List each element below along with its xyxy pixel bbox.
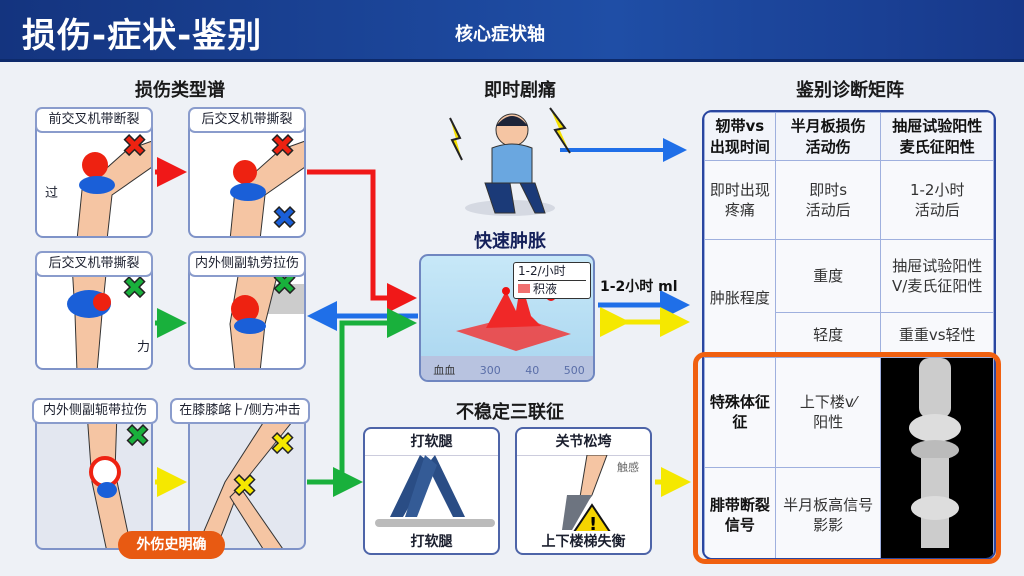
diagnosis-matrix-title: 鉴别诊断矩阵 (796, 80, 904, 101)
matrix-header: 抽屉试验阳性 麦氏征阳性 (880, 112, 994, 161)
arrow-green-main (307, 308, 417, 485)
knee-illustration (86, 412, 132, 548)
injury-card-label: 在膝膝䘔⺊/侧方冲击 (170, 398, 310, 424)
legend-fluid: 积液 (533, 282, 558, 296)
matrix-cell: 抽屉试验阳性 V/麦氏征阳性 (880, 239, 994, 313)
leg-illustration (196, 412, 301, 548)
xray-bone-illustration (909, 358, 962, 548)
x-mark-blue-icon: ✖ (271, 201, 298, 236)
legend-time: 1-2/小时 (518, 264, 566, 278)
card-note: 力 (137, 340, 151, 355)
injury-card-label: 前交叉机带断裂 (35, 107, 153, 133)
matrix-cell: 肿胀程度 (704, 239, 776, 358)
x-mark-red-icon: ✖ (269, 129, 296, 164)
joint-laxity-card[interactable]: 关节松垮 ! 触感 上下楼梯失衡 (515, 427, 652, 555)
knee-illustration (229, 264, 304, 368)
knee-illustration (229, 140, 304, 236)
injury-card-acl[interactable]: ✖ 过 (35, 118, 153, 238)
swelling-scale: 血血 300 40 500 (421, 356, 593, 380)
svg-text:!: ! (589, 514, 597, 531)
injury-card-label: 后交叉机带撕裂 (35, 251, 153, 277)
card-note: 过 (45, 186, 59, 201)
scale-tick: 300 (479, 363, 501, 377)
card-title: 关节松垮 (517, 429, 650, 456)
injury-card-label: 内外侧副轭带拉伤 (32, 398, 158, 424)
highlight-frame (693, 352, 1001, 564)
matrix-cell: 上下楼v⁄ 阳性 (774, 357, 882, 468)
matrix-cell: 半月板高信号 影影 (774, 466, 882, 558)
x-mark-yellow-icon: ✖ (231, 469, 258, 504)
rapid-swelling-title: 快速肿胀 (474, 231, 546, 252)
scale-tick: 40 (525, 363, 540, 377)
stair-slip-illustration: ! (562, 455, 611, 531)
x-mark-green-icon: ✖ (124, 419, 151, 454)
x-mark-yellow-icon: ✖ (269, 427, 296, 462)
x-mark-green-icon: ✖ (121, 271, 148, 306)
card-caption: 上下楼梯失衡 (541, 534, 626, 550)
xray-image (880, 356, 994, 558)
immediate-pain-title: 即时剧痛 (484, 80, 556, 101)
matrix-header: 轫带vs 出现时间 (704, 112, 776, 161)
matrix-cell: 重重vs轻性 (880, 312, 994, 358)
injury-card-label: 后交叉机带撕裂 (188, 107, 306, 133)
page-subtitle: 核心症状轴 (455, 24, 545, 45)
x-mark-red-icon: ✖ (121, 129, 148, 164)
time-volume-label: 1-2小时 ml (600, 279, 678, 295)
swelling-chart: 1-2/小时 积液 血血 300 40 500 (419, 254, 595, 382)
matrix-cell: 腓带断裂 信号 (704, 466, 776, 558)
legend-fluid-row: 积液 (518, 280, 586, 298)
trauma-history-badge: 外伤史明确 (118, 531, 225, 559)
matrix-header: 半月板损伤 活动伤 (774, 112, 882, 161)
arrow-red-main (307, 169, 417, 313)
matrix-cell: 特殊体征 征 (704, 357, 776, 468)
scale-tick: 血血 (433, 364, 456, 377)
scale-tick: 500 (563, 363, 585, 377)
instability-title: 不稳定三联征 (456, 402, 564, 423)
matrix-cell: 重度 (774, 239, 882, 313)
page-title: 损伤-症状-鉴别 (22, 16, 263, 56)
giving-way-card[interactable]: 打软腿 打软腿 (363, 427, 500, 555)
knee-illustration (67, 264, 111, 368)
injury-spectrum-title: 损伤类型谱 (135, 80, 225, 101)
knee-illustration (76, 140, 151, 236)
swelling-legend: 1-2/小时 积液 (513, 262, 591, 299)
matrix-cell: 即时出现 疼痛 (704, 160, 776, 240)
fluid-swatch (518, 284, 530, 293)
pain-person-illustration (449, 107, 571, 216)
injury-card-pcl-2[interactable]: ✖ 力 (35, 262, 153, 370)
card-note: 触感 (617, 461, 639, 474)
card-caption: 打软腿 (410, 534, 453, 550)
injury-card-pcl[interactable]: ✖ ✖ (188, 118, 306, 238)
matrix-cell: 1-2小时 活动后 (880, 160, 994, 240)
matrix-cell: 即时s 活动后 (774, 160, 882, 240)
injury-card-label: 内外侧副轨劳拉伤 (188, 251, 306, 277)
matrix-cell: 轻度 (774, 312, 882, 358)
injury-card-impact[interactable]: ✖ ✖ (188, 410, 306, 550)
walking-legs-illustration (375, 455, 495, 527)
injury-card-collateral-2[interactable]: ✖ (35, 410, 153, 550)
header-bar (0, 0, 1024, 62)
injury-card-collateral[interactable]: ✖ (188, 262, 306, 370)
card-title: 打软腿 (365, 429, 498, 456)
diagnosis-matrix: 轫带vs 出现时间半月板损伤 活动伤抽屉试验阳性 麦氏征阳性 即时出现 疼痛即时… (702, 110, 996, 560)
